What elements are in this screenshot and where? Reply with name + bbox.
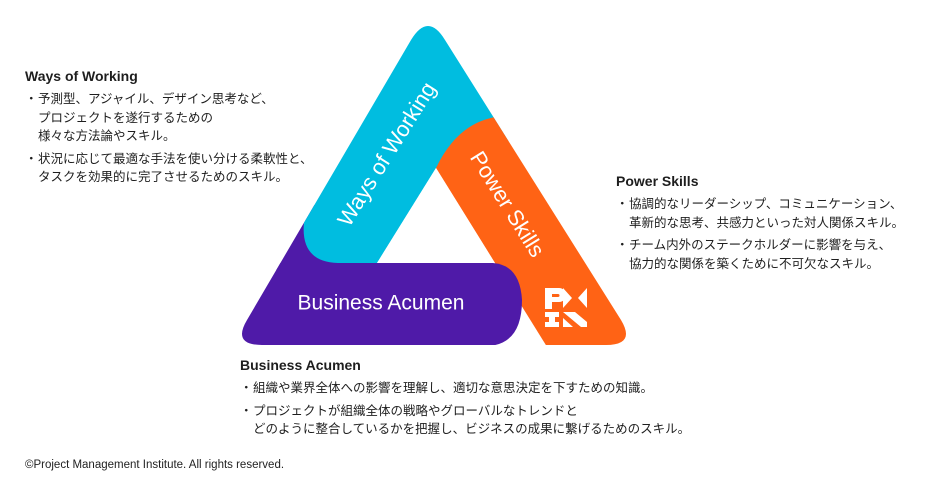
list-item: 協調的なリーダーシップ、コミュニケーション、 革新的な思考、共感力といった対人関… [616, 195, 926, 232]
list-item: 状況に応じて最適な手法を使い分ける柔軟性と、 タスクを効果的に完了させるためのス… [25, 150, 345, 187]
ways-of-working-heading: Ways of Working [25, 68, 138, 84]
business-acumen-label: Business Acumen [298, 292, 465, 315]
power-skills-description: Power Skills 協調的なリーダーシップ、コミュニケーション、 革新的な… [616, 173, 926, 277]
list-item: 組織や業界全体への影響を理解し、適切な意思決定を下すための知識。 [240, 379, 760, 398]
pmi-logo [545, 288, 587, 327]
copyright-footer: ©Project Management Institute. All right… [25, 459, 285, 471]
list-item: 予測型、アジャイル、デザイン思考など、 プロジェクトを遂行するための 様々な方法… [25, 90, 345, 146]
ways-of-working-description: Ways of Working 予測型、アジャイル、デザイン思考など、 プロジェ… [25, 68, 345, 191]
power-skills-heading: Power Skills [616, 173, 699, 189]
triangle-hole [377, 168, 495, 263]
list-item: チーム内外のステークホルダーに影響を与え、 協力的な関係を築くために不可欠なスキ… [616, 236, 926, 273]
list-item: プロジェクトが組織全体の戦略やグローバルなトレンドと どのように整合しているかを… [240, 402, 760, 439]
power-skills-band [436, 116, 626, 345]
business-acumen-description: Business Acumen 組織や業界全体への影響を理解し、適切な意思決定を… [240, 357, 760, 443]
business-acumen-heading: Business Acumen [240, 357, 361, 373]
